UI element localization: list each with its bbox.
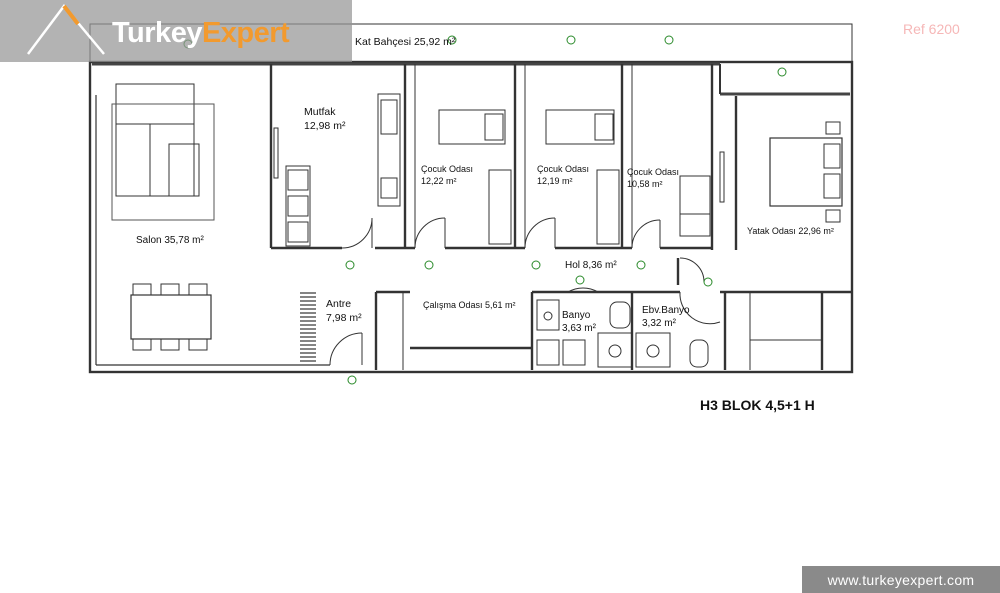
label-ensuite-area: 3,32 m² — [642, 318, 677, 329]
label-bedroom: Yatak Odası 22,96 m² — [747, 226, 834, 236]
kitchen-counter — [285, 165, 311, 247]
bed-child2 — [545, 109, 615, 145]
label-ensuite-name: Ebv.Banyo — [642, 305, 690, 316]
label-terrace: Kat Bahçesi 25,92 m² — [355, 36, 456, 48]
label-child3-area: 10,58 m² — [627, 179, 663, 189]
label-child1-area: 12,22 m² — [421, 176, 457, 186]
watermark-logo: TurkeyExpert — [112, 17, 290, 49]
plan-title: H3 BLOK 4,5+1 H — [700, 397, 815, 413]
logo-mark-icon — [27, 4, 105, 55]
footer-url: www.turkeyexpert.com — [827, 572, 975, 588]
bed-master — [769, 137, 843, 207]
label-bath-area: 3,63 m² — [562, 323, 597, 334]
label-kitchen-area: 12,98 m² — [304, 120, 346, 132]
label-study: Çalışma Odası 5,61 m² — [423, 300, 516, 310]
label-child2-name: Çocuk Odası — [537, 164, 589, 174]
watermark-bar — [0, 0, 352, 62]
outer-wall — [88, 60, 854, 374]
label-entry-name: Antre — [326, 298, 351, 310]
label-bath-name: Banyo — [562, 310, 591, 321]
label-living: Salon 35,78 m² — [136, 235, 204, 246]
label-hall: Hol 8,36 m² — [565, 260, 617, 271]
bed-child1 — [438, 109, 506, 145]
footer-url-bar: www.turkeyexpert.com — [802, 566, 1000, 593]
label-kitchen-name: Mutfak — [304, 106, 336, 118]
sofa — [115, 83, 195, 197]
ref-number: Ref 6200 — [903, 21, 960, 37]
label-entry-area: 7,98 m² — [326, 312, 362, 324]
label-child2-area: 12,19 m² — [537, 176, 573, 186]
label-child3-name: Çocuk Odası — [627, 167, 679, 177]
label-child1-name: Çocuk Odası — [421, 164, 473, 174]
dining-table — [130, 294, 212, 340]
